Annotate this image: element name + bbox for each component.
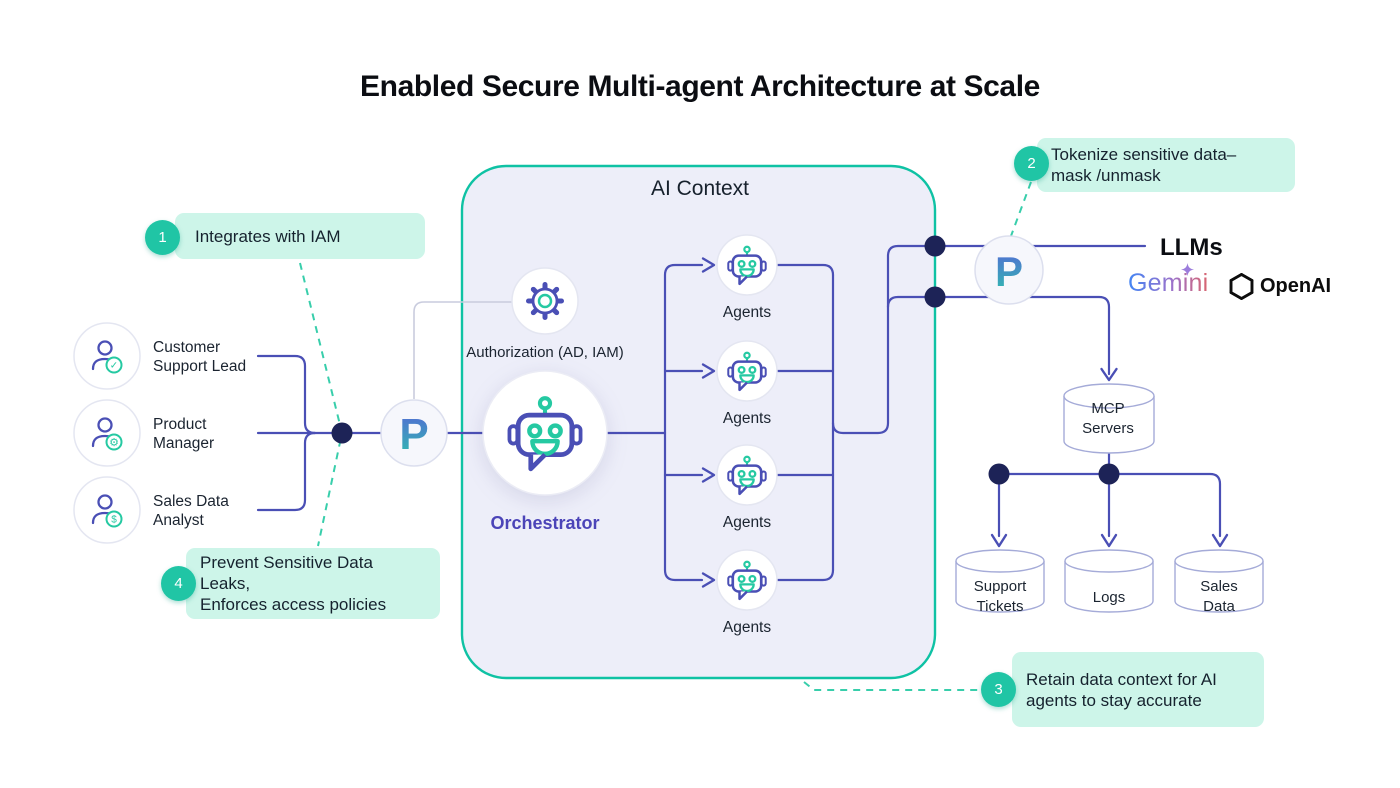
callout-text: Prevent Sensitive Data Leaks, Enforces a… — [200, 553, 387, 614]
agent-label: Agents — [722, 304, 772, 321]
arrow-down-icon — [990, 533, 1008, 548]
junction-dot — [924, 235, 946, 257]
mcp-servers-label: MCP Servers — [1082, 400, 1134, 437]
gear-glyph: ⚙ — [109, 437, 119, 449]
callout-badge-1: 1 — [145, 220, 180, 255]
gateway-to-authorization-line — [413, 301, 513, 399]
logs-cylinder — [1064, 549, 1154, 613]
openai-logo: OpenAI — [1226, 271, 1331, 302]
gemini-logo: Gemini — [1128, 262, 1209, 298]
junction-dot — [1098, 463, 1120, 485]
user-label-product-manager: Product Manager — [153, 416, 215, 452]
user3-circle — [73, 476, 141, 544]
llms-title: LLMs — [1160, 234, 1223, 261]
arrow-right-icon — [701, 363, 716, 379]
check-glyph: ✓ — [110, 361, 118, 372]
support-tickets-label: Support Tickets — [973, 578, 1027, 615]
openai-logo-text: OpenAI — [1260, 275, 1332, 297]
gear-icon — [526, 282, 564, 320]
sales-data-cylinder — [1174, 549, 1264, 613]
arrow-down-icon — [1211, 533, 1229, 548]
callout1-4-dashed-line — [299, 262, 344, 547]
callout-integrates-iam: Integrates with IAM — [175, 213, 425, 259]
agent-label: Agents — [722, 619, 772, 636]
arrow-right-icon — [701, 257, 716, 273]
p-logo-icon: P — [399, 410, 428, 459]
bus-to-llms-line — [831, 244, 1147, 435]
logs-label: Logs — [1092, 589, 1126, 606]
callout-badge-2: 2 — [1014, 146, 1049, 181]
callout-tokenize: Tokenize sensitive data– mask /unmask — [1037, 138, 1295, 192]
page-title: Enabled Secure Multi-agent Architecture … — [360, 70, 1040, 103]
callout-text: Integrates with IAM — [195, 226, 341, 246]
junction-dots — [331, 235, 1120, 485]
agent-nodes — [716, 234, 778, 611]
support-tickets-cylinder — [955, 549, 1045, 613]
callout-badge-4: 4 — [161, 566, 196, 601]
callout-text: Tokenize sensitive data– mask /unmask — [1051, 145, 1237, 185]
datastore-bus — [997, 472, 1222, 538]
gemini-logo-text: Gemini — [1128, 269, 1209, 297]
user-dollar-icon: $ — [91, 494, 123, 528]
openai-swirl-icon — [1229, 273, 1254, 300]
agent-label: Agents — [722, 514, 772, 531]
user-label-customer-support-lead: Customer Support Lead — [153, 339, 247, 375]
gateway-right-circle — [974, 235, 1044, 305]
user-label-sales-data-analyst: Sales Data Analyst — [153, 493, 229, 529]
junction-dot — [331, 422, 353, 444]
arrow-right-icon — [701, 467, 716, 483]
user3-connector-line — [256, 431, 317, 512]
user-gear-icon: ⚙ — [91, 417, 123, 451]
junction-dot — [988, 463, 1010, 485]
user1-connector-line — [256, 354, 317, 435]
ai-context-box — [460, 164, 937, 680]
authorization-label: Authorization (AD, IAM) — [466, 344, 624, 361]
agent4-right-stub — [775, 568, 835, 582]
user2-circle — [73, 399, 141, 467]
callout2-dashed-line — [1010, 181, 1032, 237]
callout-text: Retain data context for AI agents to sta… — [1026, 669, 1217, 710]
user1-circle — [73, 322, 141, 390]
connector-lines — [256, 244, 1222, 582]
gateway-left-circle — [380, 399, 448, 467]
dollar-glyph: $ — [111, 515, 117, 526]
callout-prevent-leaks: Prevent Sensitive Data Leaks, Enforces a… — [186, 548, 440, 619]
arrow-right-icon — [701, 572, 716, 588]
orchestrator-label: Orchestrator — [490, 513, 600, 533]
arrow-down-icon — [1100, 533, 1118, 548]
user-check-icon: ✓ — [91, 340, 123, 374]
gateway-nodes: P P — [380, 235, 1044, 467]
sales-data-label: Sales Data — [1200, 578, 1238, 615]
ai-context-title: AI Context — [650, 177, 750, 200]
junction-dot — [924, 286, 946, 308]
callout-badge-3: 3 — [981, 672, 1016, 707]
agent1-right-stub — [775, 263, 835, 277]
agents-left-bus — [663, 263, 704, 582]
user-nodes: ✓ ⚙ $ — [73, 322, 141, 544]
callout-retain-context: Retain data context for AI agents to sta… — [1012, 652, 1264, 727]
arrow-down-icon — [1100, 367, 1118, 382]
mcp-servers-cylinder — [1063, 383, 1155, 454]
bus-to-mcp-line — [886, 295, 1111, 376]
gemini-sparkle-icon — [1180, 262, 1195, 277]
callout3-dashed-line — [803, 681, 988, 691]
p-logo-icon: P — [995, 248, 1023, 295]
agent-label: Agents — [722, 410, 772, 427]
